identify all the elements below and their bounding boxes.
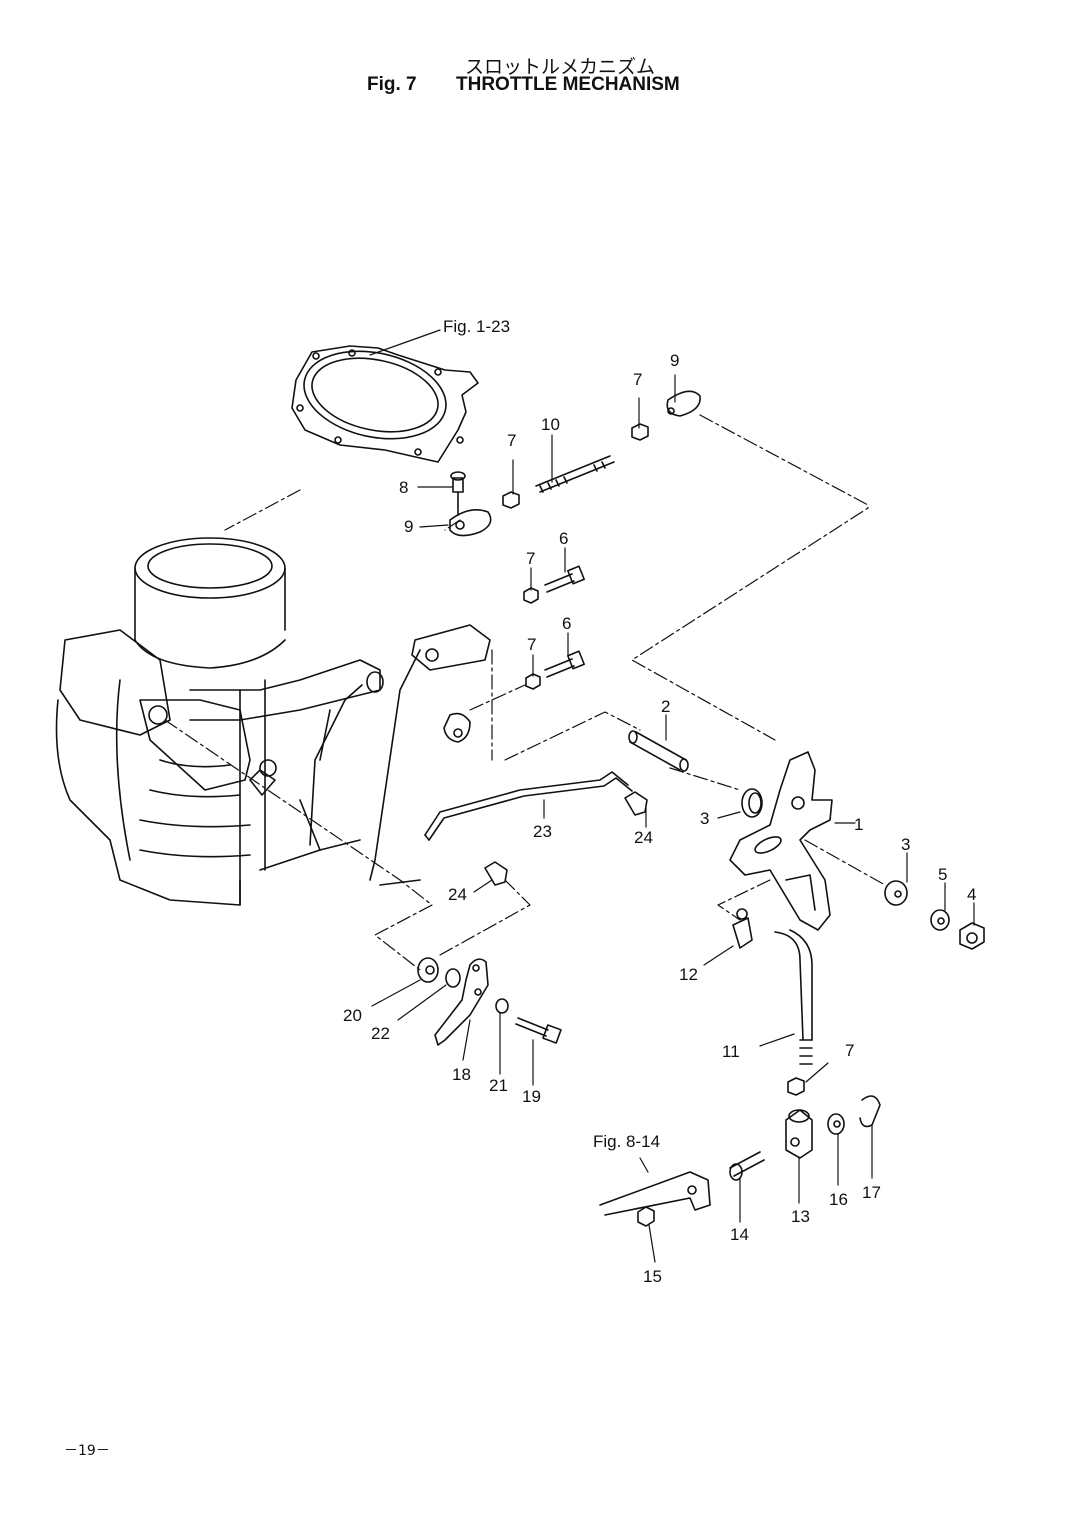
callout-19: 19: [522, 1087, 541, 1106]
pin-14: [729, 1151, 765, 1181]
shaft-2: [628, 730, 689, 772]
nut-15: [637, 1206, 655, 1227]
title-japanese: スロットルメカニズム: [464, 56, 655, 78]
callout-12: 12: [679, 965, 698, 984]
callout-3-bushing: 3: [700, 809, 709, 828]
callout-5: 5: [938, 865, 947, 884]
bolts-6: [544, 565, 585, 678]
ball-stud-8: [450, 471, 466, 516]
callout-23: 23: [533, 822, 552, 841]
linkage-arm-fig8-14: [599, 1171, 711, 1216]
joint-13: [785, 1109, 813, 1159]
page-number: －19－: [64, 1443, 110, 1459]
callout-9-upper: 9: [670, 351, 679, 370]
callout-7-rod-upper: 7: [633, 370, 642, 389]
assembly-center-lines: [164, 414, 886, 971]
callout-24-upper: 24: [634, 828, 653, 847]
callout-16: 16: [829, 1190, 848, 1209]
callout-6-lower: 6: [562, 614, 571, 633]
bushing-3-left: [741, 788, 763, 818]
callout-4: 4: [967, 885, 976, 904]
rod-11: [774, 929, 813, 1065]
callout-11: 11: [722, 1042, 740, 1061]
callout-7-lower-bolt: 7: [527, 635, 536, 654]
callout-20: 20: [343, 1006, 362, 1025]
callout-24-lower: 24: [448, 885, 467, 904]
callout-14: 14: [730, 1225, 749, 1244]
callout-7-rod-lower: 7: [507, 431, 516, 450]
ball-joint-9-upper: [666, 390, 701, 417]
callout-18: 18: [452, 1065, 471, 1084]
leader-lines: [369, 329, 975, 1263]
nut-4: [959, 922, 985, 950]
callout-17: 17: [862, 1183, 881, 1202]
callout-22: 22: [371, 1024, 390, 1043]
throttle-lever-1: [729, 751, 833, 931]
rod-23: [424, 771, 633, 841]
callout-6-upper: 6: [559, 529, 568, 548]
carburetor-body: [55, 537, 421, 906]
clip-12: [732, 908, 753, 949]
callout-2: 2: [661, 697, 670, 716]
bolt-19: [515, 1017, 562, 1044]
washer-3-right: [884, 880, 908, 906]
figure-title: THROTTLE MECHANISM: [456, 74, 680, 95]
callout-9-lower: 9: [404, 517, 413, 536]
lever-bracket: [411, 624, 491, 743]
reference-fig-1-23: Fig. 1-23: [443, 317, 510, 336]
ball-joint-9-lower: [449, 509, 492, 537]
reference-fig-8-14: Fig. 8-14: [593, 1132, 660, 1151]
cylinder-cover-plate: [291, 345, 479, 463]
callout-10: 10: [541, 415, 560, 434]
clips-24: [484, 791, 648, 886]
callout-13: 13: [791, 1207, 810, 1226]
callout-21: 21: [489, 1076, 508, 1095]
throttle-rod-10: [535, 455, 615, 493]
washer-5: [930, 909, 950, 931]
callout-1: 1: [854, 815, 863, 834]
washer-22: [445, 968, 461, 988]
nuts-7: [502, 423, 805, 1096]
lever-18: [434, 958, 489, 1046]
callout-7-rod-11: 7: [845, 1041, 854, 1060]
callout-15: 15: [643, 1267, 662, 1286]
washer-16: [827, 1113, 845, 1135]
collar-20: [417, 957, 439, 983]
clip-17: [859, 1095, 881, 1128]
washer-21: [495, 998, 509, 1014]
figure-number: Fig. 7: [367, 74, 417, 95]
callout-3-washer: 3: [901, 835, 910, 854]
callout-7-upper-bolt: 7: [526, 549, 535, 568]
callout-8: 8: [399, 478, 408, 497]
